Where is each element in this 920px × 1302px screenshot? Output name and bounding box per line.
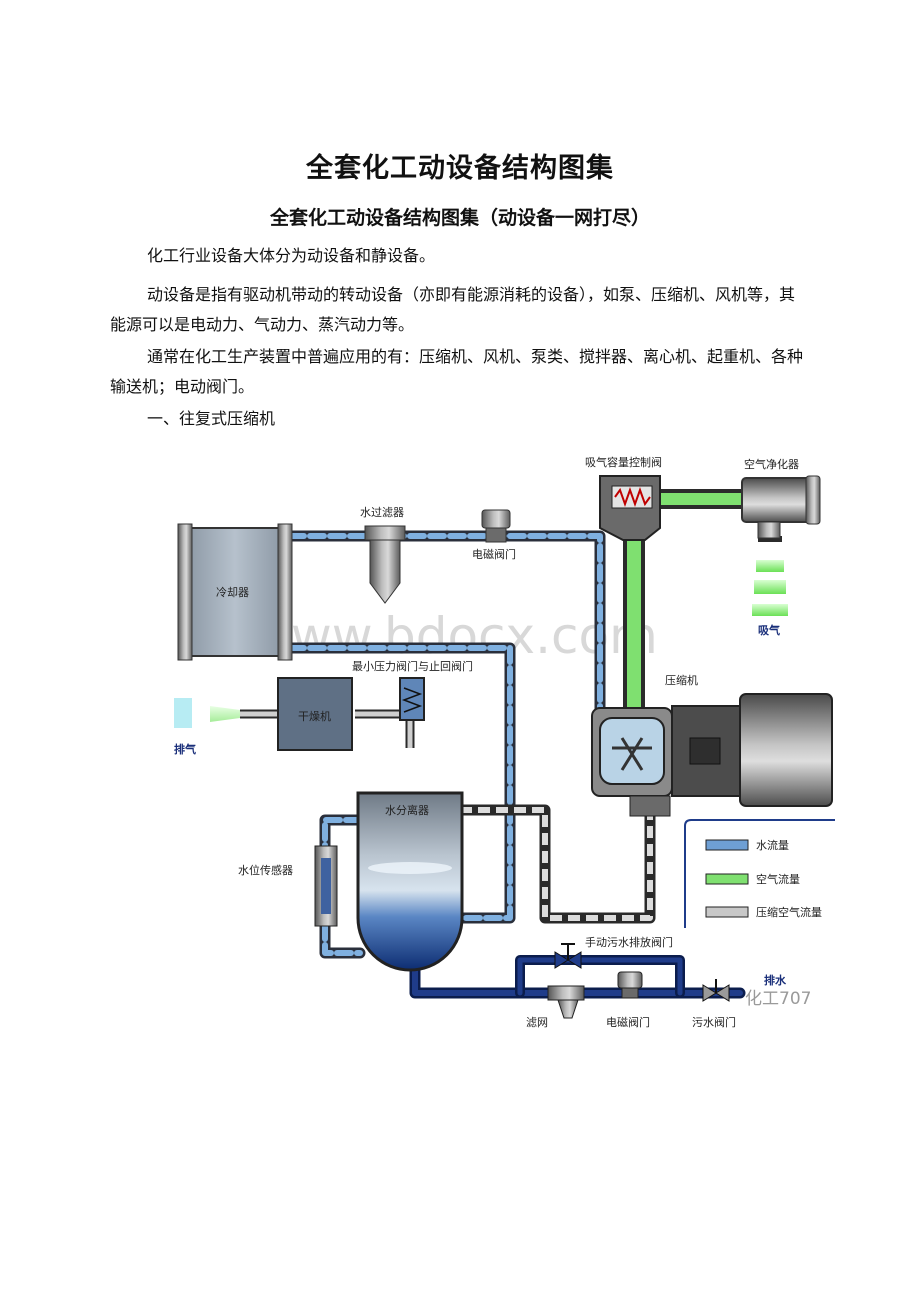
solenoid-valve-bottom: 电磁阀门 — [606, 971, 650, 1029]
section-heading-reciprocating-compressor: 一、往复式压缩机 — [147, 409, 276, 428]
legend-item-water: 水流量 — [705, 838, 789, 852]
legend-item-compressed-air: 压缩空气流量 — [705, 905, 822, 919]
compressor-label: 压缩机 — [665, 673, 698, 687]
dryer-label: 干燥机 — [298, 709, 331, 723]
paragraph-definition: 动设备是指有驱动机带动的转动设备（亦即有能源消耗的设备），如泵、压缩机、风机等，… — [110, 285, 796, 334]
water-level-sensor: 水位传感器 — [238, 845, 338, 927]
strainer: 滤网 — [526, 985, 585, 1029]
legend-item-air: 空气流量 — [705, 872, 800, 886]
document-title: 全套化工动设备结构图集 — [306, 153, 614, 184]
min-pressure-check-valve: 最小压力阀门与止回阀门 — [352, 659, 473, 721]
strainer-label: 滤网 — [526, 1016, 548, 1029]
level-sensor-label: 水位传感器 — [238, 863, 293, 877]
water-filter-label: 水过滤器 — [360, 506, 404, 519]
solenoid-valve-top: 电磁阀门 — [472, 509, 516, 561]
water-separator: 水分离器 — [356, 791, 464, 972]
exhaust: 排气 — [174, 698, 240, 756]
paragraph-common-equipment: 通常在化工生产装置中普遍应用的有：压缩机、风机、泵类、搅拌器、离心机、起重机、各… — [110, 347, 804, 396]
document-subtitle: 全套化工动设备结构图集（动设备一网打尽） — [269, 207, 650, 229]
legend-label-air: 空气流量 — [756, 872, 800, 886]
paragraph-intro: 化工行业设备大体分为动设备和静设备。 — [147, 246, 436, 265]
air-pipes — [623, 489, 788, 716]
compressor: 压缩机 — [591, 673, 833, 817]
air-purifier: 空气净化器 吸气 — [741, 457, 821, 637]
sewage-valve-label: 污水阀门 — [692, 1015, 736, 1029]
drain-label: 排水 — [764, 973, 787, 987]
cooler-label: 冷却器 — [216, 586, 249, 599]
intake-label: 吸气 — [758, 623, 780, 637]
manual-drain-valve: 手动污水排放阀门 — [554, 935, 673, 969]
intake-control-valve: 吸气容量控制阀 — [585, 455, 662, 541]
air-purifier-label: 空气净化器 — [744, 457, 799, 471]
solenoid-top-label: 电磁阀门 — [472, 547, 516, 561]
exhaust-label: 排气 — [174, 742, 196, 756]
dryer: 干燥机 — [277, 677, 353, 751]
manual-drain-label: 手动污水排放阀门 — [585, 935, 673, 949]
source-watermark: 化工707 — [745, 989, 811, 1009]
min-pressure-valve-label: 最小压力阀门与止回阀门 — [352, 659, 473, 673]
legend: 水流量 空气流量 压缩空气流量 — [684, 819, 835, 928]
legend-label-compressed-air: 压缩空气流量 — [756, 905, 822, 919]
separator-label: 水分离器 — [385, 803, 429, 817]
sewage-valve: 污水阀门 排水 — [692, 973, 787, 1029]
compressor-flow-diagram: www.bdocx.com — [174, 455, 835, 1029]
water-filter: 水过滤器 — [360, 506, 406, 604]
watermark-text: www.bdocx.com — [250, 607, 658, 665]
intake-valve-label: 吸气容量控制阀 — [585, 455, 662, 469]
legend-label-water: 水流量 — [756, 838, 789, 852]
cooler: 冷却器 — [177, 523, 293, 661]
solenoid-bottom-label: 电磁阀门 — [606, 1015, 650, 1029]
